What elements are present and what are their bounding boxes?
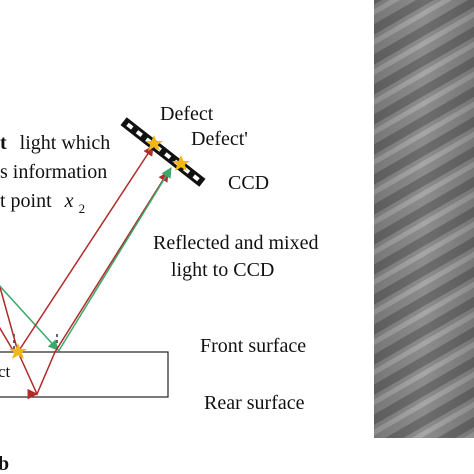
incident-ray-red	[0, 284, 19, 353]
defect-partial-label: ct	[0, 362, 11, 381]
fringe-image-panel	[374, 0, 474, 438]
reflected-ray-red-inner	[54, 171, 169, 353]
reflected-line-1: Reflected and mixed	[153, 232, 319, 254]
front-surface-label: Front surface	[200, 335, 306, 357]
point-variable: x	[64, 190, 74, 212]
reflected-ray-red-outer	[17, 145, 154, 353]
caption-line-2: s information	[0, 161, 107, 183]
panel-letter: b	[0, 453, 9, 474]
star-icon	[172, 155, 190, 171]
caption-line-3-text: t point	[0, 190, 52, 212]
glass-plate	[0, 351, 169, 398]
caption-line-3: t point x 2	[0, 190, 85, 216]
incident-ray-red-2	[0, 326, 15, 353]
rays	[0, 145, 172, 400]
point-subscript: 2	[79, 201, 86, 216]
defect-prime-label: Defect'	[191, 128, 248, 150]
ccd-label: CCD	[228, 172, 269, 194]
star-icon	[145, 135, 163, 151]
caption-bold-fragment: t	[0, 132, 7, 154]
incident-ray-green	[0, 285, 59, 351]
caption-line-1-text: light which	[20, 132, 111, 154]
rear-surface-label: Rear surface	[204, 392, 305, 414]
caption-line-1: t light which	[0, 132, 110, 154]
refracted-ray-red	[17, 351, 56, 400]
reflected-ray-green	[57, 167, 172, 353]
reflected-line-2: light to CCD	[171, 259, 274, 281]
star-icon	[9, 343, 27, 359]
defect-label: Defect	[160, 103, 214, 125]
